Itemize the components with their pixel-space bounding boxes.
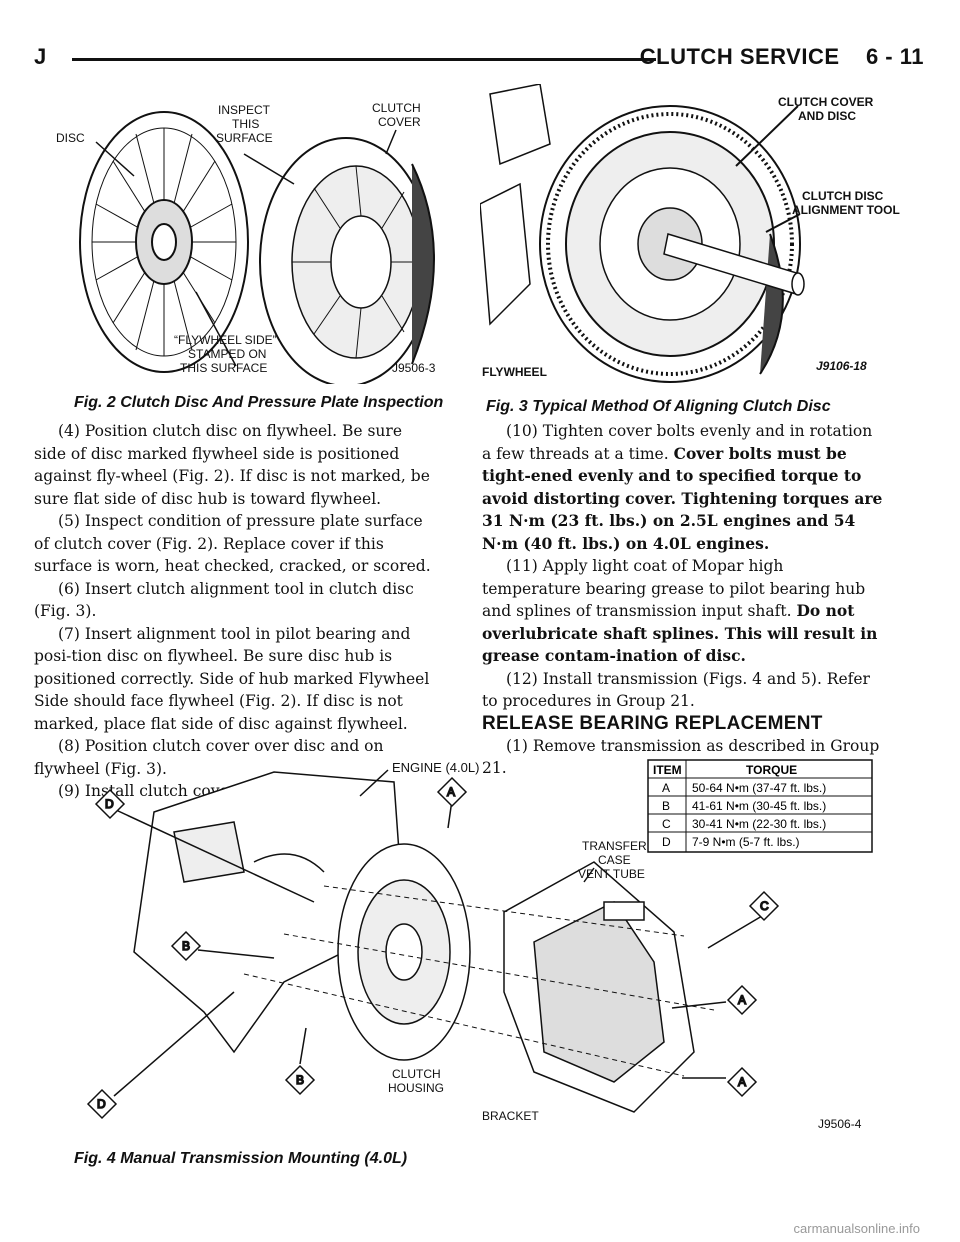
fig4-bracket-label: BRACKET <box>482 1109 539 1123</box>
fig2-illustration: DISC INSPECT THIS SURFACE CLUTCH COVER “… <box>56 101 436 384</box>
fig4-housing-label-1: CLUTCH <box>392 1067 441 1081</box>
left-text-column: (4) Position clutch disc on flywheel. Be… <box>34 420 438 803</box>
fig4-figure-id: J9506-4 <box>818 1117 862 1131</box>
callout-b-bottom: B <box>296 1073 304 1087</box>
watermark: carmanualsonline.info <box>793 1221 920 1236</box>
fig4-engine-label: ENGINE (4.0L) <box>392 760 479 775</box>
fig2-inspect-label-2: THIS <box>232 117 259 131</box>
clutch-disc-drawing <box>79 111 249 373</box>
torque-row-value: 7-9 N•m (5-7 ft. lbs.) <box>692 835 800 849</box>
clutch-housing-drawing <box>337 843 471 1061</box>
torque-row-item: D <box>662 835 671 849</box>
right-text-column: (10) Tighten cover bolts evenly and in r… <box>482 420 886 780</box>
callout-d-top: D <box>105 797 114 811</box>
torque-row-item: B <box>662 799 670 813</box>
torque-row-value: 30-41 N•m (22-30 ft. lbs.) <box>692 817 826 831</box>
fig4-vent-label-1: TRANSFER <box>582 839 647 853</box>
header-title: CLUTCH SERVICE 6 - 11 <box>639 44 924 69</box>
release-step-1: (1) Remove transmission as described in … <box>482 736 880 778</box>
section-title: RELEASE BEARING REPLACEMENT <box>482 712 823 734</box>
callout-a-top: A <box>447 785 455 799</box>
fig2-inspect-label-3: SURFACE <box>216 131 273 145</box>
step-7: (7) Insert alignment tool in pilot beari… <box>34 624 430 733</box>
fig2-inspect-label-1: INSPECT <box>218 103 271 117</box>
fig3-tool-label-2: ALIGNMENT TOOL <box>792 203 900 217</box>
alignment-tool-drawing <box>663 233 805 296</box>
step-5: (5) Inspect condition of pressure plate … <box>34 512 431 575</box>
step-11-warning: Do not overlubricate shaft splines. This… <box>482 601 878 665</box>
fig2-disc-label: DISC <box>56 131 85 145</box>
fig2-cover-label-2: COVER <box>378 115 421 129</box>
engine-drawing <box>133 771 405 1054</box>
page-header: J CLUTCH SERVICE 6 - 11 <box>34 44 924 74</box>
fig3-tool-label-1: CLUTCH DISC <box>802 189 884 203</box>
callout-a-bottom: A <box>738 1075 746 1089</box>
step-10: (10) Tighten cover bolts evenly and in r… <box>482 420 886 555</box>
fig2-figure-id: J9506-3 <box>392 361 436 375</box>
fig3-illustration: CLUTCH COVER AND DISC CLUTCH DISC ALIGNM… <box>480 84 900 383</box>
fig4-vent-label-3: VENT TUBE <box>578 867 645 881</box>
torque-row-value: 50-64 N•m (37-47 ft. lbs.) <box>692 781 826 795</box>
transmission-drawing <box>503 861 695 1113</box>
fig2-stamp-label-2: STAMPED ON <box>188 347 266 361</box>
step-10-warning: Cover bolts must be tight-ened evenly an… <box>482 443 883 553</box>
step-11: (11) Apply light coat of Mopar high temp… <box>482 555 886 668</box>
fig2-stamp-label-1: “FLYWHEEL SIDE” <box>174 333 277 347</box>
torque-table-header-item: ITEM <box>653 763 682 777</box>
fig3-cover-label-2: AND DISC <box>798 109 856 123</box>
step-4: (4) Position clutch disc on flywheel. Be… <box>34 422 430 508</box>
fig2-caption: Fig. 2 Clutch Disc And Pressure Plate In… <box>74 394 444 411</box>
step-10-text: (10) Tighten cover bolts evenly and in r… <box>482 422 873 463</box>
fig3-flywheel-label: FLYWHEEL <box>482 365 547 379</box>
flywheel-drawing <box>480 84 801 383</box>
torque-row-value: 41-61 N•m (30-45 ft. lbs.) <box>692 799 826 813</box>
clutch-cover-drawing <box>259 137 435 384</box>
torque-table: ITEM TORQUE A 50-64 N•m (37-47 ft. lbs.)… <box>647 759 873 853</box>
step-11-text: (11) Apply light coat of Mopar high temp… <box>482 557 866 620</box>
callout-a-middle: A <box>738 993 746 1007</box>
fig4-caption: Fig. 4 Manual Transmission Mounting (4.0… <box>74 1150 408 1167</box>
fig4-vent-label-2: CASE <box>598 853 631 867</box>
torque-table-header-torque: TORQUE <box>746 763 797 777</box>
fig4-illustration: D A B D B C A A ENGINE (4.0L) TRANSFER C… <box>86 759 873 1131</box>
torque-row-item: C <box>662 817 671 831</box>
torque-row-item: A <box>662 781 670 795</box>
fig3-cover-label-1: CLUTCH COVER <box>778 95 874 109</box>
fig2-stamp-label-3: THIS SURFACE <box>180 361 267 375</box>
fig3-caption: Fig. 3 Typical Method Of Aligning Clutch… <box>486 398 831 415</box>
fig4-housing-label-2: HOUSING <box>388 1081 444 1095</box>
callout-c: C <box>760 899 769 913</box>
fig2-cover-label-1: CLUTCH <box>372 101 421 115</box>
step-12: (12) Install transmission (Figs. 4 and 5… <box>482 669 870 711</box>
header-letter: J <box>34 44 47 69</box>
step-8: (8) Position clutch cover over disc and … <box>34 737 384 778</box>
callout-b-left: B <box>182 939 190 953</box>
fig3-figure-id: J9106-18 <box>816 359 867 373</box>
header-rule <box>72 58 656 61</box>
step-6: (6) Insert clutch alignment tool in clut… <box>34 579 414 621</box>
callout-d-bottom: D <box>97 1097 106 1111</box>
